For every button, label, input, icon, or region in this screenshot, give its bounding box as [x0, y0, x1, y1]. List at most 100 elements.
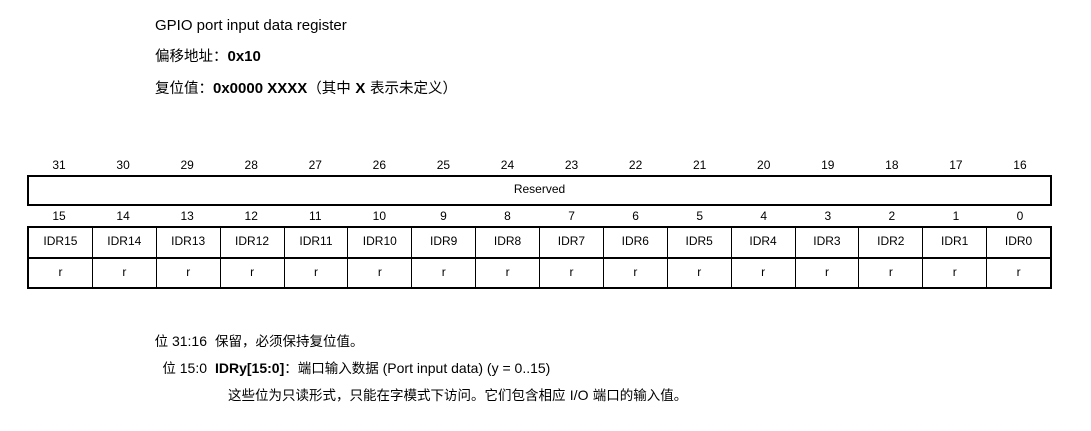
reset-value-value: 0x0000 XXXX [213, 80, 308, 97]
offset-address-label: 偏移地址： [155, 49, 228, 65]
bit-number-row-high: 31 30 29 28 27 26 25 24 23 22 21 20 19 1… [27, 155, 1052, 175]
offset-address-line: 偏移地址：0x10 [155, 41, 1055, 73]
bit-number: 27 [308, 158, 322, 172]
bit-range-label: 15:0 [179, 360, 207, 376]
access-type-cell: r [347, 259, 411, 287]
bit-number: 23 [564, 158, 579, 172]
access-type-cell: r [602, 259, 667, 287]
bit-number: 20 [757, 158, 771, 172]
field-name-cell: IDR0 [986, 228, 1050, 257]
bit-number: 15 [52, 209, 66, 223]
field-name-cell: IDR12 [219, 228, 284, 257]
bit-number: 8 [504, 209, 511, 223]
field-name-cell: IDR13 [155, 228, 220, 257]
field-description-latin: (Port input data) (y = 0..15) [378, 360, 551, 376]
access-type-cell: r [858, 259, 922, 287]
detail-text-part-a: 这些位为只读形式，只能在字模式下访问。它们包含相应 [228, 388, 570, 404]
access-type-cell: r [475, 259, 539, 287]
access-type-cell: r [922, 259, 986, 287]
field-name-cell: IDR2 [858, 228, 922, 257]
field-identifier: IDRy[15:0] [215, 360, 285, 376]
bit-number: 17 [949, 158, 963, 172]
register-bit-table: 31 30 29 28 27 26 25 24 23 22 21 20 19 1… [27, 155, 1052, 289]
access-type-cell: r [283, 259, 348, 287]
bit-number: 16 [1013, 158, 1027, 172]
bit-number: 19 [821, 158, 835, 172]
field-name-cell: IDR8 [475, 228, 539, 257]
reserved-description: 保留，必须保持复位值。 [215, 334, 364, 350]
field-description-bits: 位 15:0 [0, 355, 215, 382]
access-type-cell: r [91, 259, 156, 287]
bit-number: 4 [760, 209, 768, 223]
bit-number: 21 [692, 158, 707, 172]
bit-number: 29 [180, 158, 194, 172]
access-type-cell: r [155, 259, 220, 287]
field-description-reserved: 位 31:16 保留，必须保持复位值。 [0, 328, 1091, 355]
field-description-text: IDRy[15:0]：端口输入数据 (Port input data) (y =… [215, 355, 1091, 382]
bit-number: 5 [696, 209, 703, 223]
bit-number: 13 [180, 209, 194, 223]
bit-number: 12 [244, 209, 258, 223]
field-description-idry: 位 15:0 IDRy[15:0]：端口输入数据 (Port input dat… [0, 355, 1091, 382]
field-name-row: IDR15 IDR14 IDR13 IDR12 IDR11 IDR10 IDR9… [27, 226, 1052, 257]
bit-number: 28 [244, 158, 258, 172]
field-name-cell: IDR11 [283, 228, 348, 257]
bit-number: 14 [116, 209, 130, 223]
bit-number: 24 [500, 158, 515, 172]
field-name-cell: IDR14 [91, 228, 156, 257]
bit-number: 10 [372, 209, 387, 223]
bit-number: 9 [440, 209, 447, 223]
bit-number: 30 [116, 158, 130, 172]
field-name-cell: IDR7 [539, 228, 603, 257]
field-colon: ： [284, 361, 298, 377]
access-type-cell: r [794, 259, 859, 287]
access-type-cell: r [539, 259, 603, 287]
bit-number: 25 [436, 158, 451, 172]
bit-number: 31 [52, 158, 66, 172]
field-description-list: 位 31:16 保留，必须保持复位值。 位 15:0 IDRy[15:0]：端口… [0, 328, 1091, 409]
field-name-cell: IDR6 [602, 228, 667, 257]
access-type-cell: r [58, 265, 63, 279]
access-type-cell: r [411, 259, 475, 287]
field-description-detail: 这些位为只读形式，只能在字模式下访问。它们包含相应 I/O 端口的输入值。 [228, 382, 1091, 409]
bit-number: 2 [888, 209, 896, 223]
bit-number: 7 [568, 209, 575, 223]
access-type-cell: r [986, 259, 1050, 287]
field-description-bits: 位 31:16 [0, 328, 215, 355]
detail-text-io: I/O [569, 387, 589, 403]
register-title-text: GPIO port input data register [155, 17, 347, 34]
register-header: GPIO port input data register 偏移地址：0x10 … [155, 10, 1055, 105]
field-description-cjk: 端口输入数据 [297, 361, 379, 377]
access-type-cell: r [730, 259, 795, 287]
bit-number-row-low: 15 14 13 12 11 10 9 8 7 6 5 4 3 2 1 0 [27, 206, 1052, 226]
bit-prefix-label: 位 [162, 361, 176, 377]
field-name-cell: IDR9 [411, 228, 475, 257]
access-type-row: r r r r r r r r r r r r r r r r [27, 257, 1052, 289]
reserved-field-row: Reserved [27, 175, 1052, 206]
field-description-text: 保留，必须保持复位值。 [215, 328, 1091, 355]
field-name-cell: IDR5 [666, 228, 731, 257]
bit-number: 26 [372, 158, 387, 172]
bit-range-label: 31:16 [171, 333, 207, 349]
bit-number: 22 [628, 158, 643, 172]
field-name-cell: IDR1 [922, 228, 986, 257]
detail-text-part-b: 端口的输入值。 [588, 388, 688, 404]
field-name-cell: IDR15 [43, 234, 78, 248]
bit-number: 1 [952, 209, 960, 223]
access-type-cell: r [666, 259, 731, 287]
bit-number: 0 [1016, 209, 1024, 223]
bit-prefix-label: 位 [154, 334, 169, 350]
reset-value-label: 复位值： [155, 81, 213, 97]
offset-address-value: 0x10 [227, 48, 261, 65]
field-name-cell: IDR10 [347, 228, 411, 257]
reset-value-line: 复位值：0x0000 XXXX（其中 X 表示未定义） [155, 73, 1055, 105]
access-type-cell: r [219, 259, 284, 287]
bit-number: 3 [824, 209, 832, 223]
bit-number: 6 [632, 209, 639, 223]
field-name-cell: IDR3 [794, 228, 859, 257]
register-title: GPIO port input data register [155, 10, 1055, 41]
reset-note-open: （其中 [307, 81, 356, 97]
bit-number: 18 [885, 158, 899, 172]
field-name-cell: IDR4 [730, 228, 795, 257]
reset-note-x: X [355, 80, 366, 97]
